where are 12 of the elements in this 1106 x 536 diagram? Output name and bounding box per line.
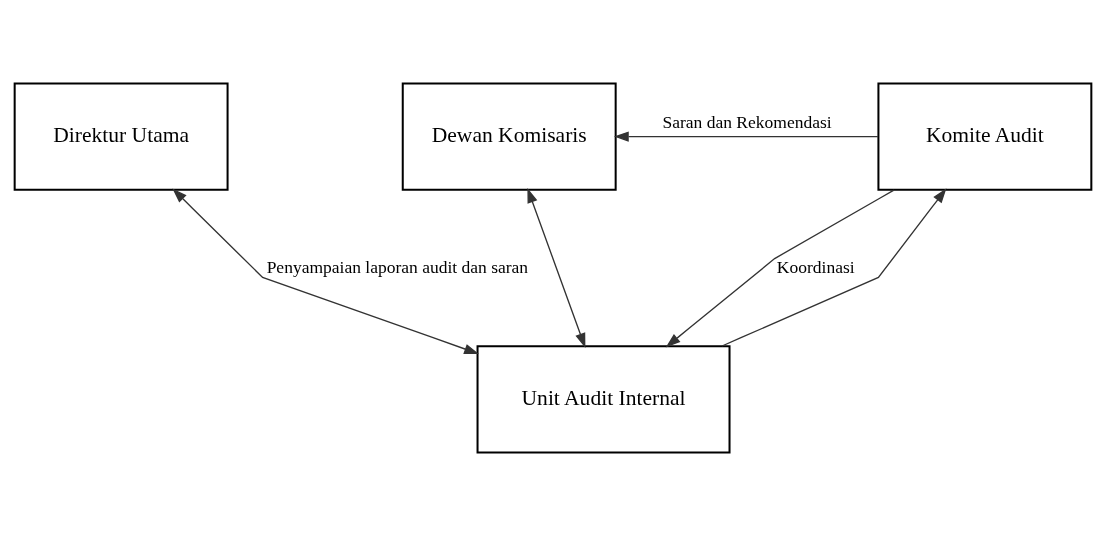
arrow xyxy=(665,189,895,348)
edge-label: Koordinasi xyxy=(776,256,855,277)
arrow xyxy=(613,131,879,142)
edge-label: Penyampaian laporan audit dan saran xyxy=(266,256,529,277)
node-box: Komite Audit xyxy=(877,82,1093,191)
node-box: Direktur Utama xyxy=(13,82,229,191)
arrow xyxy=(721,188,947,347)
node-box: Dewan Komisaris xyxy=(401,82,617,191)
arrow xyxy=(172,188,479,354)
arrow xyxy=(527,188,586,349)
node-box: Unit Audit Internal xyxy=(476,345,731,454)
edge-label: Saran dan Rekomendasi xyxy=(662,111,832,132)
